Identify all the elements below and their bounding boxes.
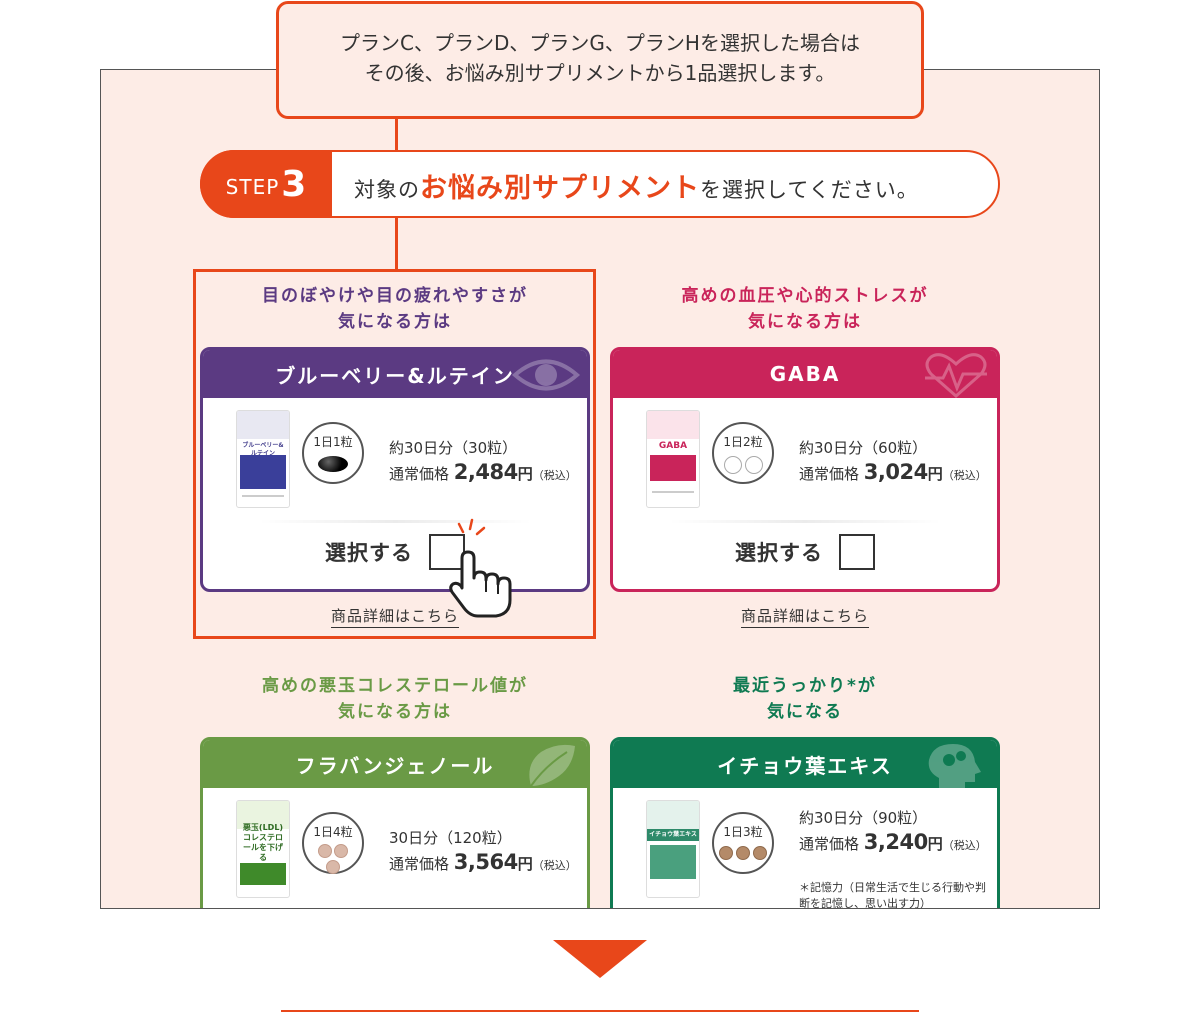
concern-text-gaba: 高めの血圧や心的ストレスが気になる方は xyxy=(681,286,929,332)
next-section-divider xyxy=(281,1010,919,1012)
daily-dose-badge: 1日4粒 xyxy=(302,812,364,874)
product-name-header: フラバンジェノール xyxy=(203,740,587,788)
product-name: ブルーベリー&ルテイン xyxy=(275,363,515,388)
product-package-image: 悪玉(LDL)コレステロールを下げる xyxy=(236,800,290,898)
callout-line-2: その後、お悩み別サプリメントから1品選択します。 xyxy=(364,61,836,85)
product-name-header: GABA xyxy=(613,350,997,398)
product-card-gaba[interactable]: GABA GABA 1日2粒 約30日分（60粒） 通常価格 3,024円（税込… xyxy=(610,347,1000,592)
step-badge: STEP 3 xyxy=(200,150,332,218)
step-3-bar: STEP 3 対象のお悩み別サプリメントを選択してください。 xyxy=(200,150,1000,218)
pointer-hand-icon xyxy=(449,518,512,618)
callout-line-1: プランC、プランD、プランG、プランHを選択した場合は xyxy=(340,31,860,55)
plan-note-callout: プランC、プランD、プランG、プランHを選択した場合は その後、お悩み別サプリメ… xyxy=(276,1,924,119)
select-checkbox[interactable] xyxy=(429,534,465,570)
daily-dose-badge: 1日2粒 xyxy=(712,422,774,484)
detail-link-wrapper: 商品詳細はこちら xyxy=(200,605,590,628)
product-package-image: イチョウ葉エキス xyxy=(646,800,700,898)
product-package-image: GABA xyxy=(646,410,700,508)
price-info: 約30日分（90粒） 通常価格 3,240円（税込） xyxy=(799,809,987,854)
detail-link-wrapper: 商品詳細はこちら xyxy=(610,605,1000,628)
product-detail-link[interactable]: 商品詳細はこちら xyxy=(740,607,869,628)
select-label: 選択する xyxy=(735,541,823,565)
step-word: STEP xyxy=(225,175,280,199)
price-info: 約30日分（30粒） 通常価格 2,484円（税込） xyxy=(389,439,577,484)
price-info: 約30日分（60粒） 通常価格 3,024円（税込） xyxy=(799,439,987,484)
brain-head-icon xyxy=(928,744,981,788)
product-card-ginkgo[interactable]: イチョウ葉エキス イチョウ葉エキス 1日3粒 約30日分（90粒） 通常価格 3… xyxy=(610,737,1000,937)
concern-text-flavangenol: 高めの悪玉コレステロール値が気になる方は xyxy=(262,676,528,722)
step-instruction: 対象のお悩み別サプリメントを選択してください。 xyxy=(354,173,919,204)
product-name: GABA xyxy=(769,362,841,386)
product-card-flavangenol[interactable]: フラバンジェノール 悪玉(LDL)コレステロールを下げる 1日4粒 30日分（1… xyxy=(200,737,590,937)
memory-footnote: ＊記憶力（日常生活で生じる行動や判断を記憶し、思い出す力） xyxy=(799,881,986,910)
panel-bottom-border xyxy=(100,908,1100,909)
concern-text-ginkgo: 最近うっかり*が気になる xyxy=(733,676,877,722)
product-detail-link[interactable]: 商品詳細はこちら xyxy=(330,607,459,628)
select-row[interactable]: 選択する xyxy=(203,534,587,570)
product-name: フラバンジェノール xyxy=(295,753,495,778)
select-checkbox[interactable] xyxy=(839,534,875,570)
price-info: 30日分（120粒） 通常価格 3,564円（税込） xyxy=(389,829,577,874)
concern-text-blueberry: 目のぼやけや目の疲れやすさが気になる方は xyxy=(262,286,528,332)
product-name-header: ブルーベリー&ルテイン xyxy=(203,350,587,398)
product-card-blueberry[interactable]: ブルーベリー&ルテイン ブルーベリー&ルテイン 1日1粒 約30日分（30粒） … xyxy=(200,347,590,592)
heart-pulse-icon xyxy=(925,353,987,398)
leaf-icon xyxy=(529,744,575,787)
product-name-header: イチョウ葉エキス xyxy=(613,740,997,788)
down-arrow-icon xyxy=(553,940,647,978)
step-highlight: お悩み別サプリメント xyxy=(420,173,700,204)
select-row[interactable]: 選択する xyxy=(613,534,997,570)
eye-icon xyxy=(511,359,581,391)
daily-dose-badge: 1日3粒 xyxy=(712,812,774,874)
step-number: 3 xyxy=(281,163,307,205)
daily-dose-badge: 1日1粒 xyxy=(302,422,364,484)
product-package-image: ブルーベリー&ルテイン xyxy=(236,410,290,508)
softgel-pill-icon xyxy=(318,456,348,472)
select-label: 選択する xyxy=(325,541,413,565)
product-name: イチョウ葉エキス xyxy=(717,753,893,778)
